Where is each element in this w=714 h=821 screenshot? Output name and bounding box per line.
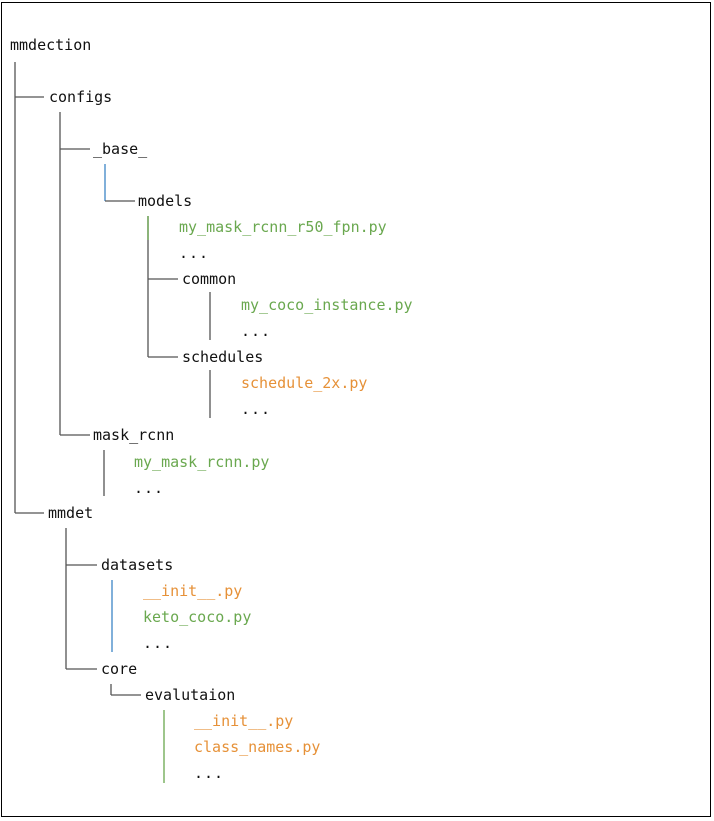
class-names-file: class_names.py (194, 738, 321, 756)
common-folder-label: common (182, 270, 237, 288)
root-folder-label: mmdection (10, 36, 92, 54)
common-ellipsis: ... (241, 322, 272, 340)
core-folder-label: core (101, 660, 138, 678)
evalutaion-init-file: __init__.py (194, 712, 294, 730)
mmdet-folder-label: mmdet (48, 504, 94, 522)
base-folder-label: _base_ (93, 140, 148, 158)
models-ellipsis: ... (179, 244, 210, 262)
keto-coco-file: keto_coco.py (143, 608, 252, 626)
schedule-2x-file: schedule_2x.py (241, 374, 368, 392)
datasets-folder-label: datasets (101, 556, 174, 574)
models-folder-label: models (138, 192, 193, 210)
evalutaion-folder-label: evalutaion (145, 686, 236, 704)
mask-rcnn-folder-label: mask_rcnn (93, 426, 175, 444)
configs-folder-label: configs (49, 88, 113, 106)
my-mask-rcnn-file: my_mask_rcnn.py (134, 453, 270, 471)
datasets-ellipsis: ... (143, 634, 174, 652)
schedules-folder-label: schedules (182, 348, 264, 366)
datasets-init-file: __init__.py (143, 582, 243, 600)
mask-rcnn-ellipsis: ... (134, 479, 165, 497)
evalutaion-ellipsis: ... (194, 764, 225, 782)
schedules-ellipsis: ... (241, 400, 272, 418)
my-mask-rcnn-r50-fpn-file: my_mask_rcnn_r50_fpn.py (179, 218, 387, 236)
my-coco-instance-file: my_coco_instance.py (241, 296, 413, 314)
